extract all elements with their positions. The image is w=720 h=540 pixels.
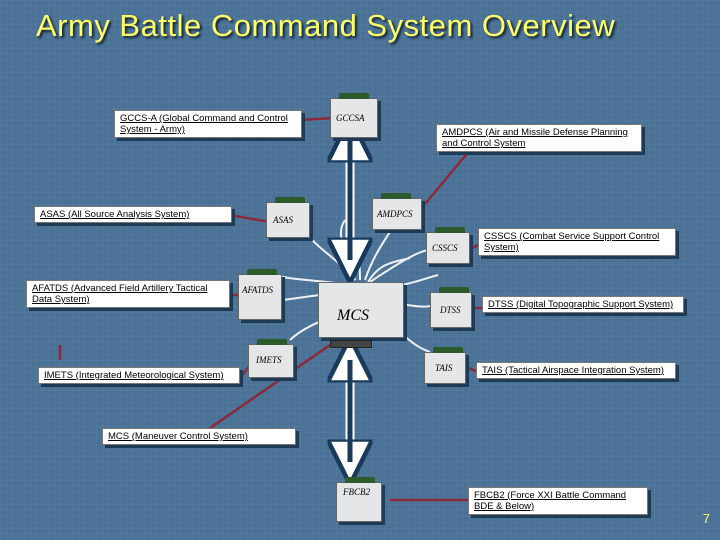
connector-mcs [199,343,331,437]
connector-asas [229,213,271,224]
node-cssc: CSSCS [426,227,470,264]
node-imets: IMETS [248,339,294,378]
node-afatds-label: AFATDS [242,285,274,295]
connector-gccsa [299,116,335,122]
node-amdpcs-label: AMDPCS [377,209,413,219]
label-dtss: DTSS (Digital Topographic Support System… [482,296,684,313]
connector-lines [58,116,484,502]
node-asas-label: ASAS [273,215,293,225]
node-mcs: MCS [318,282,404,338]
label-fbcb2: FBCB2 (Force XXI Battle Command BDE & Be… [468,487,648,515]
label-asas: ASAS (All Source Analysis System) [34,206,232,223]
node-imets-label: IMETS [256,355,282,365]
node-fbcb2-label: FBCB2 [343,487,370,497]
node-mcs-label: MCS [337,307,369,324]
node-cssc-label: CSSCS [432,243,458,253]
mcs-keyboard [330,340,372,348]
node-amdpcs: AMDPCS [372,193,422,230]
node-afatds: AFATDS [238,269,282,320]
node-dtss: DTSS [430,287,472,328]
node-fbcb2: FBCB2 [336,477,382,522]
label-tais: TAIS (Tactical Airspace Integration Syst… [476,362,676,379]
label-gccsa: GCCS-A (Global Command and Control Syste… [114,110,302,138]
node-asas: ASAS [266,197,310,238]
label-amdpcs: AMDPCS (Air and Missile Defense Planning… [436,124,642,152]
node-tais-label: TAIS [435,363,453,373]
label-cssc: CSSCS (Combat Service Support Control Sy… [478,228,676,256]
node-tais: TAIS [424,347,466,384]
node-gccsa: GCCSA [330,93,378,138]
page-number: 7 [702,511,710,526]
label-imets: IMETS (Integrated Meteorological System) [38,367,240,384]
node-gccsa-label: GCCSA [336,113,365,123]
slide-title: Army Battle Command System Overview [36,8,616,43]
connector-amdpcs [419,149,471,211]
node-dtss-label: DTSS [440,305,461,315]
label-afatds: AFATDS (Advanced Field Artillery Tactica… [26,280,230,308]
label-mcs: MCS (Maneuver Control System) [102,428,296,445]
